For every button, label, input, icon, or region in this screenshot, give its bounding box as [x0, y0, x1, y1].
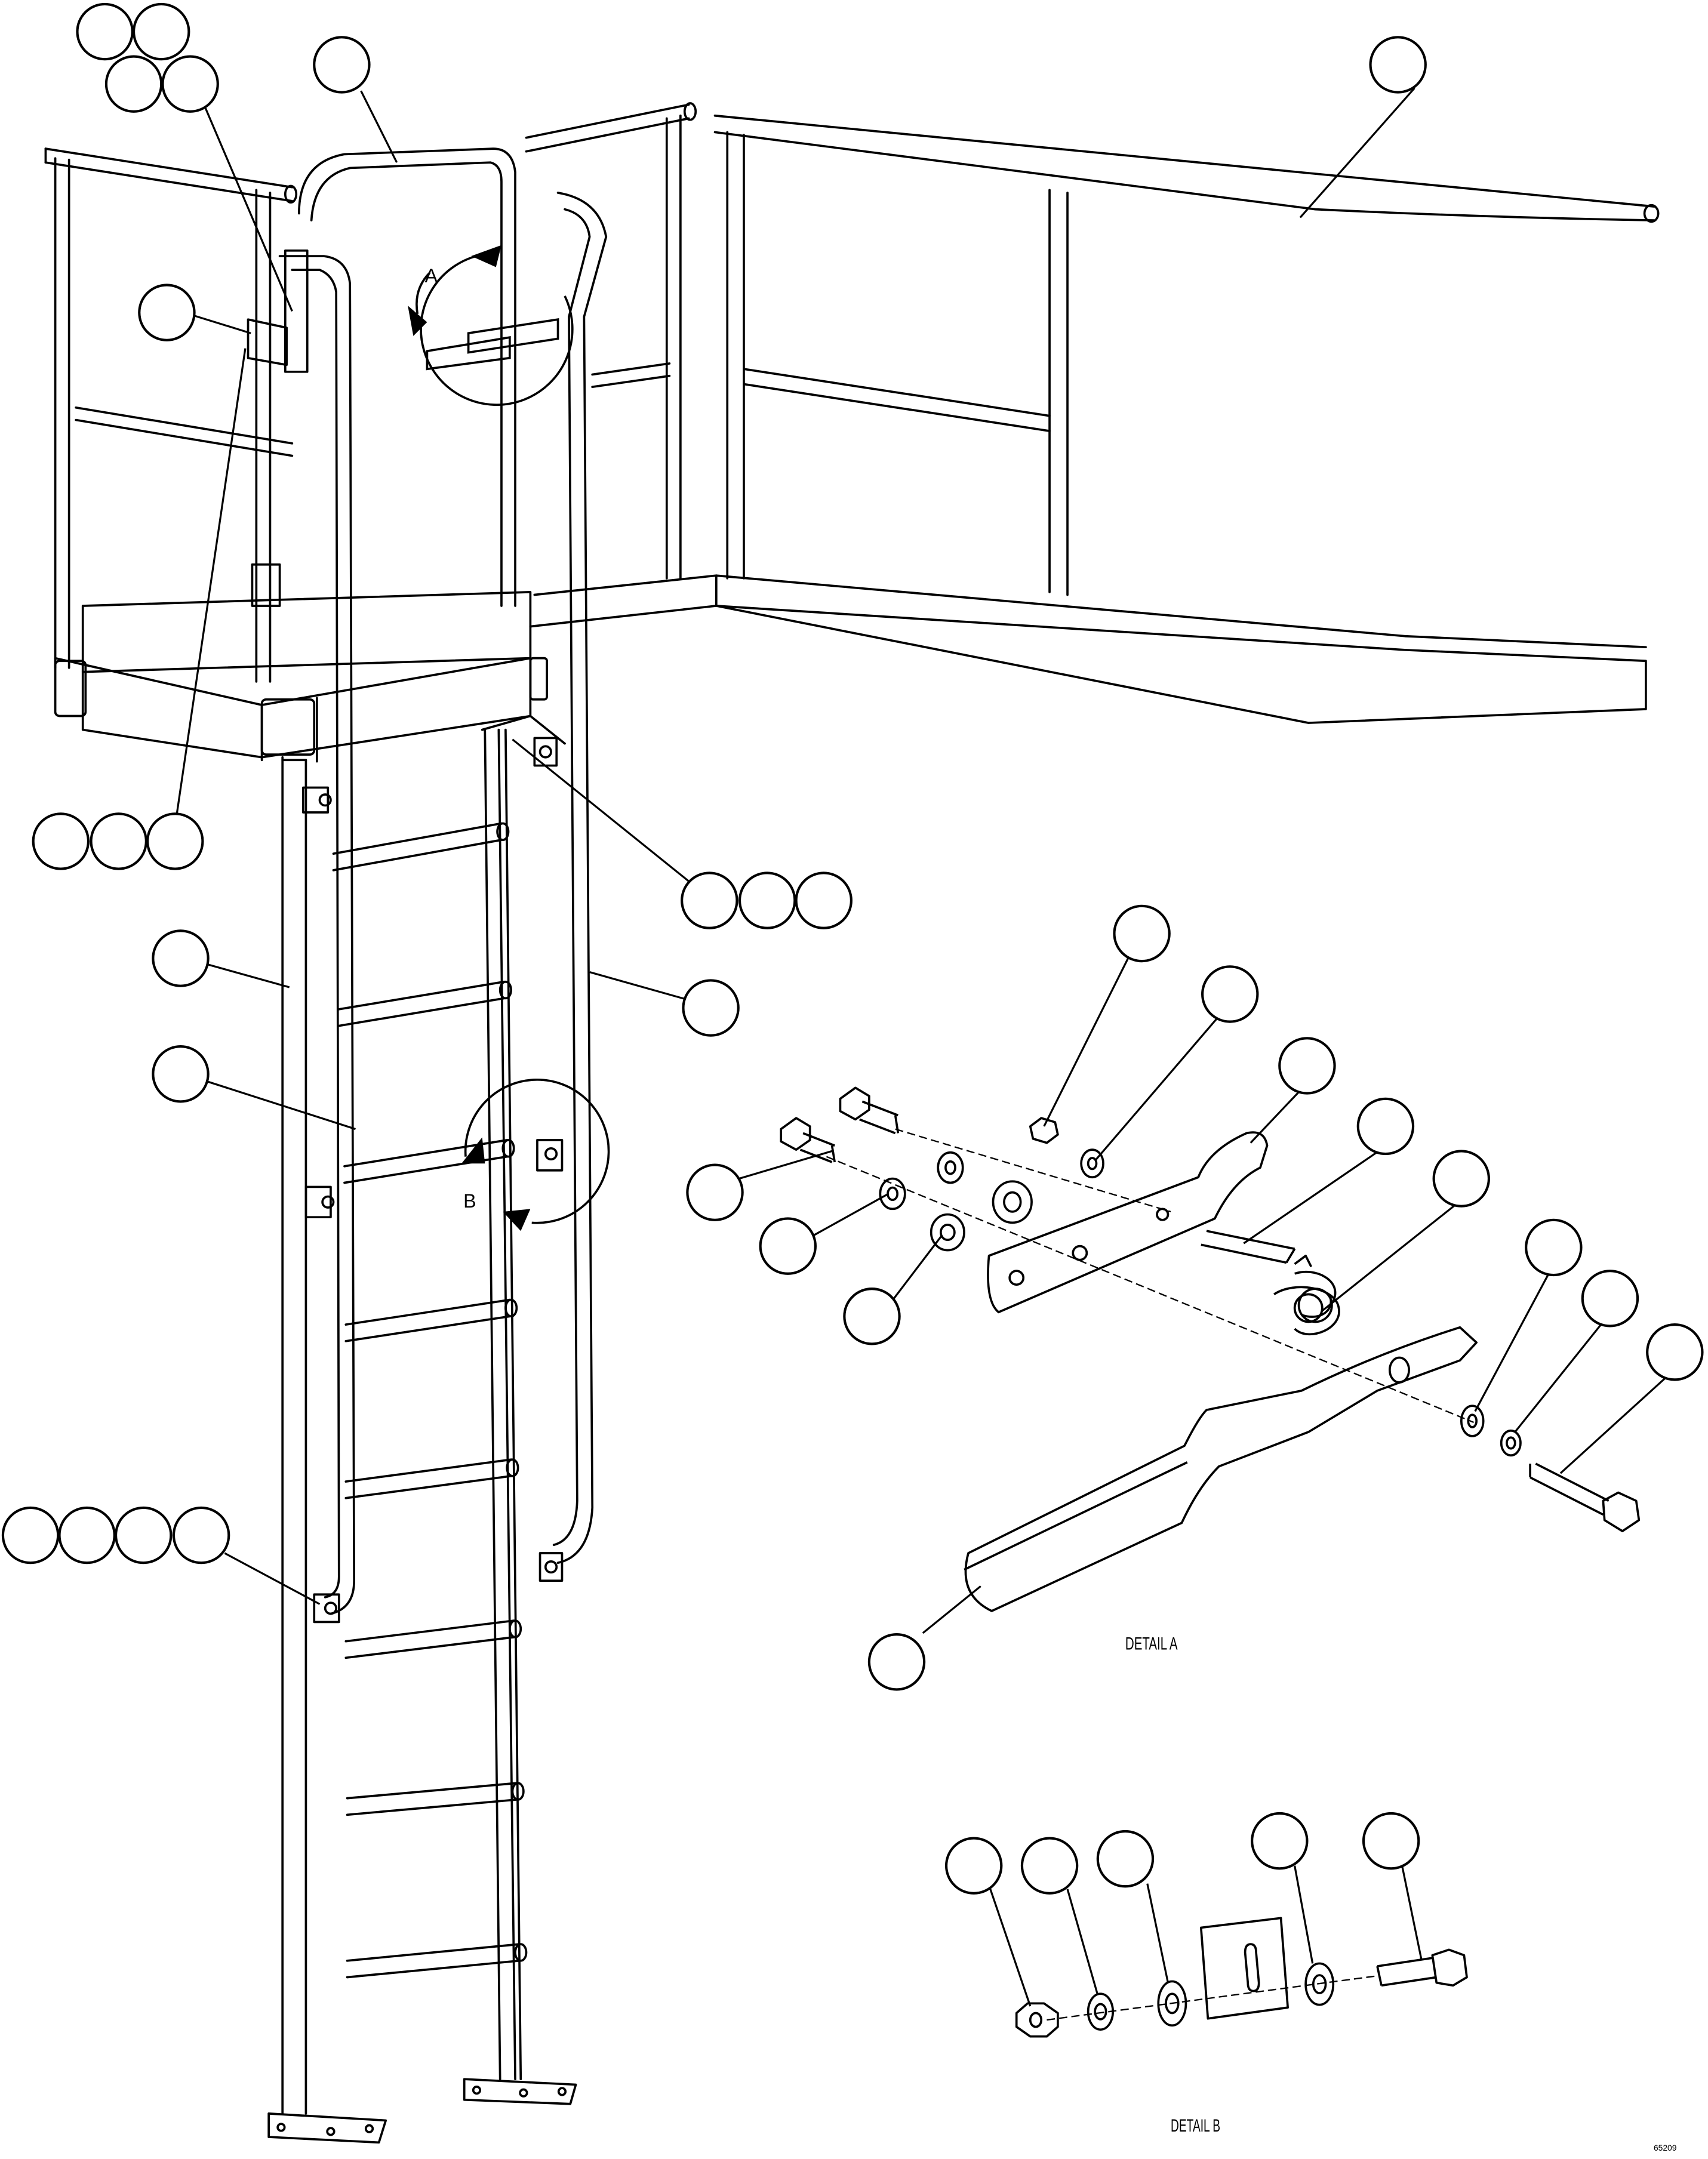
detail-a-caption: DETAIL A [1125, 1634, 1178, 1653]
balloon [843, 1288, 901, 1345]
detail-b-arrow-upper [461, 1137, 485, 1164]
balloon [1020, 1837, 1079, 1895]
balloon [1251, 1812, 1309, 1870]
washer-7 [1500, 1429, 1522, 1457]
detail-a-marker: A [425, 265, 438, 287]
balloon [152, 929, 210, 987]
washer-6 [1460, 1405, 1485, 1437]
balloon [152, 1045, 210, 1103]
balloon [1432, 1150, 1490, 1208]
balloon [686, 1163, 744, 1221]
detail-b-marker: B [463, 1190, 476, 1212]
balloon [795, 871, 853, 929]
balloon [1525, 1218, 1583, 1277]
detail-a-callout [416, 253, 574, 406]
balloon [1646, 1323, 1704, 1381]
pin [1201, 1230, 1296, 1264]
balloon [90, 812, 147, 870]
ladder-assembly [267, 147, 608, 2144]
detail-b-centerline [1047, 1975, 1378, 2021]
balloon [138, 284, 196, 341]
balloon [76, 2, 134, 61]
link-plate [987, 1131, 1269, 1314]
latch-arm [964, 1326, 1478, 1612]
balloon [738, 871, 796, 929]
detail-b-caption: DETAIL B [1171, 2116, 1220, 2136]
washer-5 [1080, 1148, 1104, 1179]
washer-9 [1157, 1980, 1187, 2027]
washer-10 [1304, 1962, 1335, 2006]
balloon [1362, 1812, 1420, 1870]
balloon [115, 1506, 173, 1564]
washer-3 [992, 1180, 1033, 1224]
detail-b-callout [464, 1079, 610, 1224]
balloon [132, 2, 190, 61]
washer-4 [930, 1213, 965, 1252]
leader-lines [175, 87, 1667, 2007]
nut-1 [1029, 1117, 1059, 1144]
balloon [32, 812, 90, 870]
balloon [681, 871, 738, 929]
balloon [1113, 904, 1171, 963]
balloon [759, 1217, 817, 1275]
balloon [161, 55, 219, 113]
detail-a-centerline [826, 1128, 1474, 1423]
detail-a-arrow-lower [408, 306, 427, 336]
detail-b-arrow-lower [503, 1209, 531, 1231]
bolt-4 [1376, 1948, 1468, 1987]
balloon [944, 1837, 1003, 1895]
balloon [1369, 36, 1427, 94]
balloon [104, 55, 163, 113]
detail-a-parts [780, 1086, 1641, 1612]
figure-id: 65209 [1654, 2143, 1677, 2152]
balloon [1201, 965, 1259, 1023]
detail-a-arrow-upper [471, 245, 501, 267]
balloon [1356, 1097, 1415, 1156]
balloon [313, 36, 371, 94]
nut-2 [1015, 2002, 1059, 2038]
platform-assembly [44, 102, 1660, 763]
balloon [1, 1506, 60, 1564]
item-balloons [1, 2, 1704, 1895]
balloon [867, 1633, 926, 1691]
slotted-plate [1199, 1917, 1289, 2020]
balloon [146, 812, 204, 870]
balloon [172, 1506, 230, 1564]
balloon [58, 1506, 116, 1564]
detail-b-parts [1015, 1917, 1468, 2038]
balloon [1581, 1270, 1639, 1328]
washer-1 [879, 1177, 906, 1211]
washer-2 [937, 1151, 964, 1184]
balloon [1096, 1830, 1155, 1888]
bolt-3 [1529, 1462, 1641, 1532]
balloon [682, 979, 740, 1037]
bolt-1 [780, 1117, 836, 1163]
bolt-2 [839, 1086, 900, 1135]
balloon [1278, 1037, 1336, 1095]
